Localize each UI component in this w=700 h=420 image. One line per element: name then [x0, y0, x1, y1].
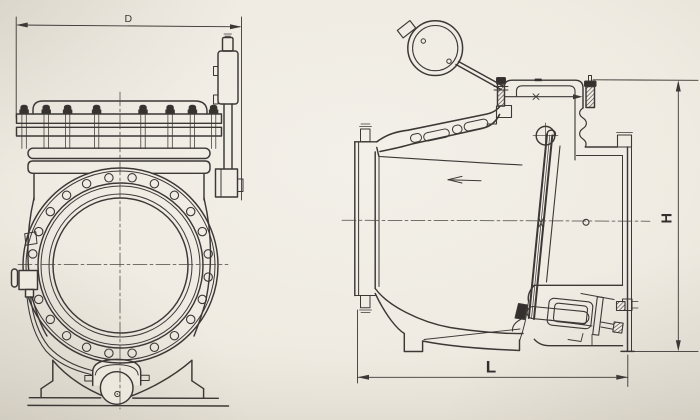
svg-text:D: D	[125, 13, 133, 25]
svg-text:L: L	[486, 358, 496, 377]
svg-text:H: H	[659, 213, 675, 223]
